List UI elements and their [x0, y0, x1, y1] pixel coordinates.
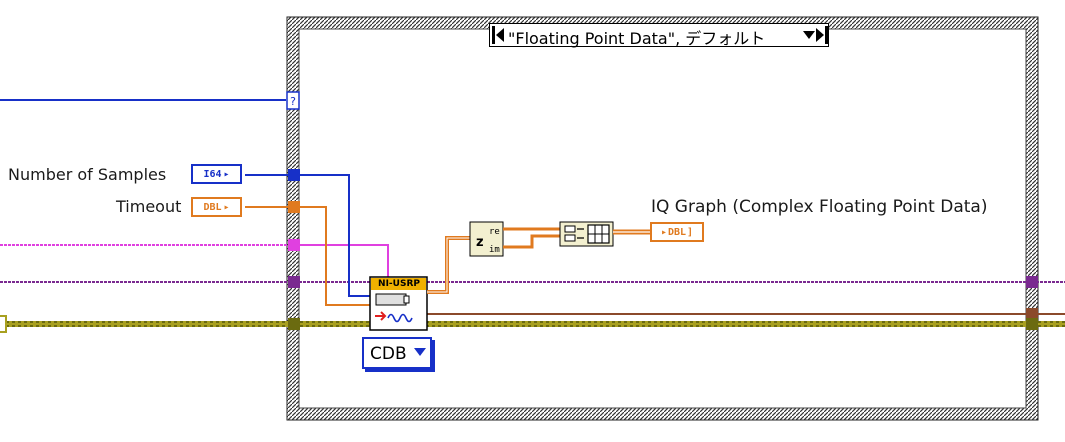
tunnel-timeout — [288, 201, 300, 213]
timeout-label: Timeout — [116, 197, 182, 216]
tunnel-error — [288, 318, 300, 330]
dbl-type-label: DBL — [667, 226, 687, 238]
array-bracket-icon: ] — [687, 226, 694, 238]
error-terminal-left — [0, 315, 7, 333]
triangle-right-icon[interactable] — [816, 24, 828, 46]
format-selector-value: CDB — [370, 344, 407, 364]
tunnel-purple-right — [1026, 276, 1038, 288]
ni-usrp-node[interactable] — [369, 276, 428, 331]
error-cluster-wire[interactable] — [0, 315, 1065, 333]
question-icon: ? — [290, 95, 296, 108]
reim-wires[interactable] — [503, 227, 560, 249]
triangle-right-icon: ▸ — [660, 226, 667, 238]
tunnel-brown-right — [1026, 308, 1038, 318]
timeout-control[interactable]: DBL ▸ — [191, 197, 242, 217]
number-of-samples-control[interactable]: I64 ▸ — [191, 164, 242, 184]
complex-split-node[interactable]: z re im — [469, 221, 504, 257]
triangle-down-icon[interactable] — [803, 31, 815, 41]
iq-graph-indicator[interactable]: ▸ DBL ] — [650, 222, 704, 242]
format-selector[interactable]: CDB — [362, 337, 432, 369]
iq-graph-label: IQ Graph (Complex Floating Point Data) — [651, 197, 988, 217]
samples-wire[interactable] — [245, 174, 372, 297]
tunnel-pink — [288, 239, 300, 251]
usrp-output-wire[interactable] — [427, 236, 470, 294]
case-selector-label: "Floating Point Data", デフォルト — [508, 29, 766, 48]
triangle-left-icon[interactable] — [492, 24, 504, 46]
ni-usrp-title: NI-USRP — [378, 279, 420, 289]
number-of-samples-label: Number of Samples — [8, 165, 167, 184]
case-selector[interactable]: "Floating Point Data", デフォルト — [489, 23, 829, 48]
triangle-right-icon: ▸ — [223, 168, 230, 180]
tunnel-samples — [288, 169, 300, 181]
dbl-type-label: DBL — [203, 201, 222, 213]
build-array-node[interactable] — [559, 221, 614, 247]
i64-type-label: I64 — [203, 168, 222, 180]
waveform-icon — [387, 313, 413, 323]
triangle-down-icon[interactable] — [414, 348, 426, 358]
timeout-wire[interactable] — [245, 206, 372, 306]
usrp-device-icon — [375, 293, 407, 306]
tunnel-purple — [288, 276, 300, 288]
case-selector-terminal[interactable]: ? — [286, 91, 300, 110]
z-label: z — [476, 235, 484, 250]
tunnel-error-right — [1026, 318, 1038, 330]
im-label: im — [489, 245, 500, 255]
re-label: re — [489, 227, 500, 237]
triangle-right-icon: ▸ — [223, 201, 230, 213]
